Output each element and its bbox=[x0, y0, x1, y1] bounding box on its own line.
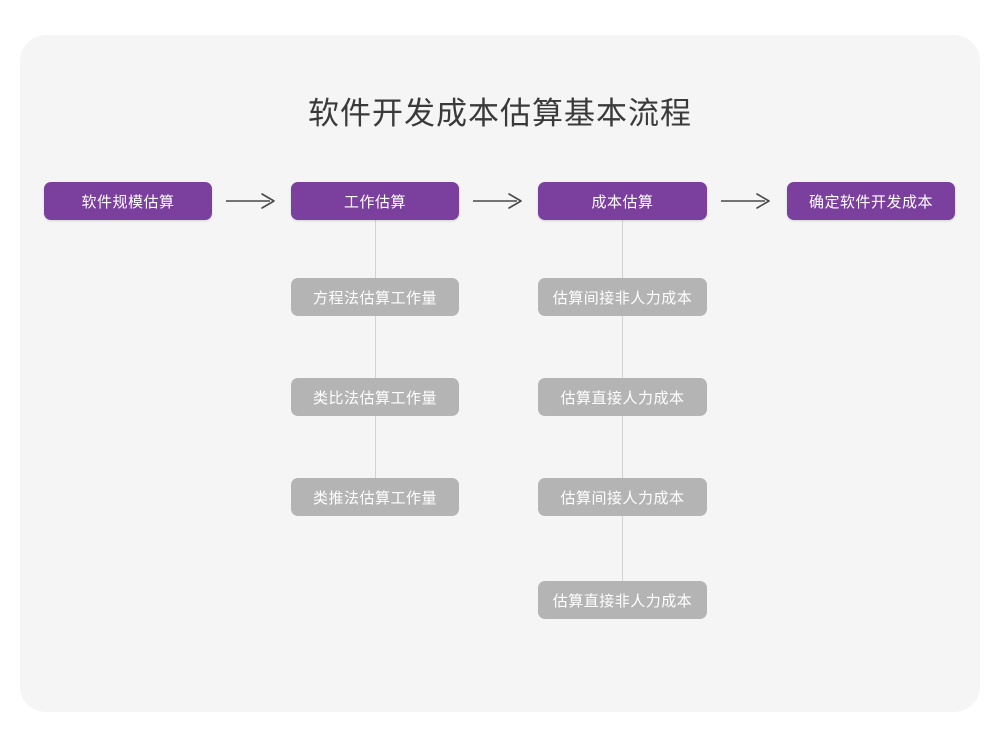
branch-item-indirect-nonlabor-cost[interactable]: 估算间接非人力成本 bbox=[538, 278, 707, 316]
branch-item-direct-labor-cost[interactable]: 估算直接人力成本 bbox=[538, 378, 707, 416]
flow-step-software-scale-estimation[interactable]: 软件规模估算 bbox=[44, 182, 212, 220]
flow-step-cost-estimation[interactable]: 成本估算 bbox=[538, 182, 707, 220]
branch-item-equation-method-effort[interactable]: 方程法估算工作量 bbox=[291, 278, 459, 316]
branch-item-indirect-labor-cost[interactable]: 估算间接人力成本 bbox=[538, 478, 707, 516]
diagram-card bbox=[20, 35, 980, 712]
flow-step-work-estimation[interactable]: 工作估算 bbox=[291, 182, 459, 220]
arrow-right-icon-3 bbox=[721, 191, 773, 211]
branch-item-inference-method-effort[interactable]: 类推法估算工作量 bbox=[291, 478, 459, 516]
page-title: 软件开发成本估算基本流程 bbox=[308, 96, 692, 131]
branch-item-direct-nonlabor-cost[interactable]: 估算直接非人力成本 bbox=[538, 581, 707, 619]
arrow-right-icon-2 bbox=[473, 191, 525, 211]
flow-step-determine-development-cost[interactable]: 确定软件开发成本 bbox=[787, 182, 955, 220]
branch-item-analogy-method-effort[interactable]: 类比法估算工作量 bbox=[291, 378, 459, 416]
arrow-right-icon-1 bbox=[226, 191, 278, 211]
connector-work-branch bbox=[375, 219, 376, 498]
